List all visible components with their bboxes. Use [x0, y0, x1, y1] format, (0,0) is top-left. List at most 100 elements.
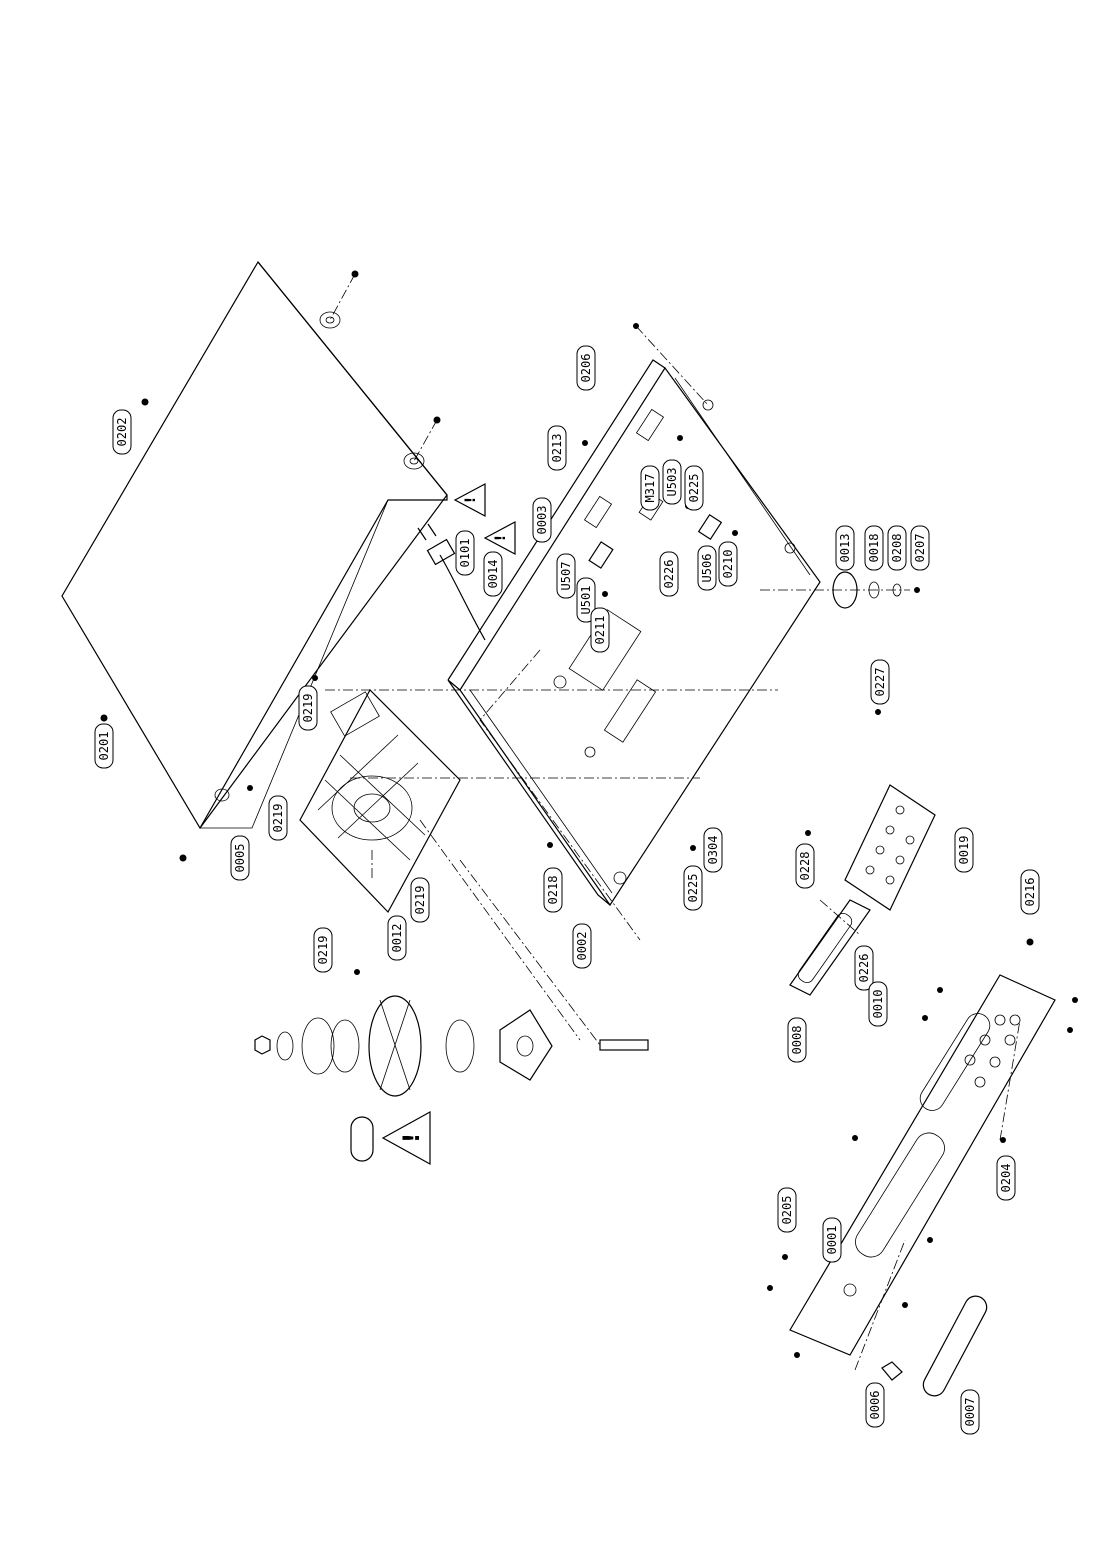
screw-icon [1072, 997, 1078, 1003]
callout-c0228: 0228 [795, 843, 815, 889]
screw-icon [602, 591, 608, 597]
callout-text: 0101 [458, 539, 472, 568]
callout-c0206: 0206 [576, 345, 596, 391]
callout-cU506: U506 [697, 545, 717, 591]
callout-c0219a: 0219 [298, 685, 318, 731]
callout-c0211: 0211 [590, 607, 610, 653]
callout-c0219b: 0219 [268, 795, 288, 841]
callout-text: 0218 [546, 876, 560, 905]
callout-text: 0216 [1023, 878, 1037, 907]
callout-text: 0003 [535, 506, 549, 535]
warning-triangle-icon: ! [350, 1110, 431, 1166]
callout-text: 0207 [913, 534, 927, 563]
callout-c0210: 0210 [718, 541, 738, 587]
callout-c0014: 0014 [483, 551, 503, 597]
callout-text: 0219 [316, 936, 330, 965]
front-panel [789, 974, 1056, 1356]
screw-icon [902, 1302, 908, 1308]
screw-icon [852, 1135, 858, 1141]
callout-text: 0014 [486, 560, 500, 589]
screw-icon [351, 270, 359, 278]
callout-text: 0304 [706, 836, 720, 865]
callout-c0001: 0001 [822, 1217, 842, 1263]
screws [100, 270, 1078, 1358]
screw-icon [937, 987, 943, 993]
callout-c0010: 0010 [868, 981, 888, 1027]
callout-text: 0219 [413, 886, 427, 915]
callout-text: 0018 [867, 534, 881, 563]
screw-icon [312, 675, 318, 681]
warning-triangle-icon: ! [483, 521, 516, 555]
callout-text: 0202 [115, 418, 129, 447]
callout-c0008: 0008 [787, 1017, 807, 1063]
callout-c0208: 0208 [887, 525, 907, 571]
callout-c0219c: 0219 [410, 877, 430, 923]
callout-c0304: 0304 [703, 827, 723, 873]
screw-icon [782, 1254, 788, 1260]
callout-text: M317 [643, 474, 657, 503]
button-board [844, 784, 936, 911]
callout-text: 0226 [857, 954, 871, 983]
callout-c0019: 0019 [954, 827, 974, 873]
screw-icon [732, 530, 738, 536]
callout-c0204: 0204 [996, 1155, 1016, 1201]
callout-text: 0201 [97, 732, 111, 761]
callout-text: 0211 [593, 616, 607, 645]
screw-icon [922, 1015, 928, 1021]
screw-icon [582, 440, 588, 446]
screw-icon [547, 842, 553, 848]
callout-text: 0228 [798, 852, 812, 881]
callout-c0227: 0227 [870, 659, 890, 705]
callout-text: 0227 [873, 668, 887, 697]
warning-triangle-icon: ! [453, 483, 486, 517]
callout-c0007: 0007 [960, 1389, 980, 1435]
callout-text: 0210 [721, 550, 735, 579]
disc-tray [299, 689, 461, 914]
spindle-assembly [254, 995, 649, 1097]
screw-icon [247, 785, 253, 791]
callout-c0003: 0003 [532, 497, 552, 543]
assembly-lines [325, 273, 1021, 1371]
callout-text: 0205 [780, 1196, 794, 1225]
screw-icon [805, 830, 811, 836]
screw-icon [875, 709, 881, 715]
callout-text: 0001 [825, 1226, 839, 1255]
callout-text: 0013 [838, 534, 852, 563]
screw-icon [633, 323, 639, 329]
callout-text: 0010 [871, 990, 885, 1019]
screw-icon [914, 587, 920, 593]
screw-icon [354, 969, 360, 975]
callout-text: U501 [579, 586, 593, 615]
screw-icon [1067, 1027, 1073, 1033]
screw-icon [100, 714, 108, 722]
callout-cM317: M317 [640, 465, 660, 511]
screw-icon [1026, 938, 1034, 946]
callout-c0226a: 0226 [659, 551, 679, 597]
callout-c0002: 0002 [572, 923, 592, 969]
callout-c0225b: 0225 [683, 865, 703, 911]
callout-text: 0002 [575, 932, 589, 961]
screw-icon [767, 1285, 773, 1291]
callout-text: 0206 [579, 354, 593, 383]
callout-text: U507 [559, 562, 573, 591]
callout-c0225a: 0225 [684, 465, 704, 511]
callout-text: 0019 [957, 836, 971, 865]
callout-c0226b: 0226 [854, 945, 874, 991]
screw-icon [1000, 1137, 1006, 1143]
screw-icon [141, 398, 149, 406]
callout-text: U503 [665, 468, 679, 497]
screw-icon [690, 845, 696, 851]
screw-icon [433, 416, 441, 424]
callout-text: 0007 [963, 1398, 977, 1427]
svg-text:!: ! [463, 497, 479, 503]
callout-cU501: U501 [576, 577, 596, 623]
callout-c0207: 0207 [910, 525, 930, 571]
svg-text:!: ! [493, 535, 509, 541]
callout-c0205: 0205 [777, 1187, 797, 1233]
screw-icon [927, 1237, 933, 1243]
callout-cU503: U503 [662, 459, 682, 505]
callout-c0216: 0216 [1020, 869, 1040, 915]
callout-text: 0219 [301, 694, 315, 723]
